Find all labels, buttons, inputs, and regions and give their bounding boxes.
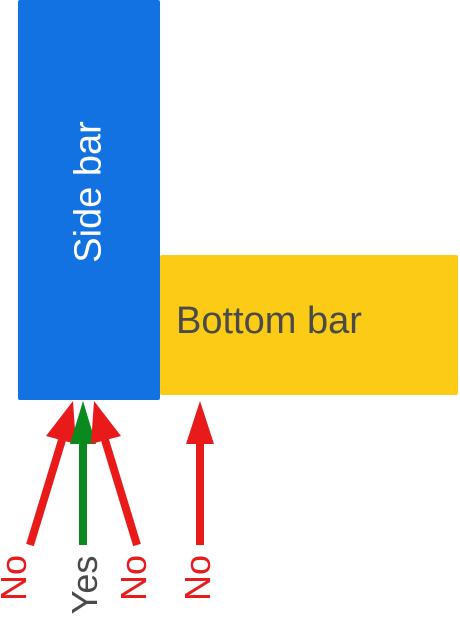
label-yes: Yes: [64, 555, 105, 615]
label-no-2: No: [113, 554, 154, 602]
arrow-yes: [70, 401, 96, 545]
side-bar-block: [18, 0, 160, 400]
label-no-3: No: [177, 554, 218, 602]
arrow-no-2-head: [91, 401, 121, 444]
arrow-no-2-shaft: [101, 438, 141, 547]
label-no-1: No: [0, 554, 34, 602]
arrow-no-1-shaft: [26, 438, 66, 547]
arrow-no-3-head: [186, 401, 214, 444]
arrow-no-1-head: [46, 401, 76, 444]
bottom-bar-label: Bottom bar: [176, 300, 362, 342]
arrow-yes-head: [70, 401, 96, 444]
bottom-bar-block: [160, 255, 458, 395]
arrow-no-1: [26, 401, 76, 547]
arrow-no-3: [186, 401, 214, 545]
arrow-no-2: [91, 401, 141, 547]
